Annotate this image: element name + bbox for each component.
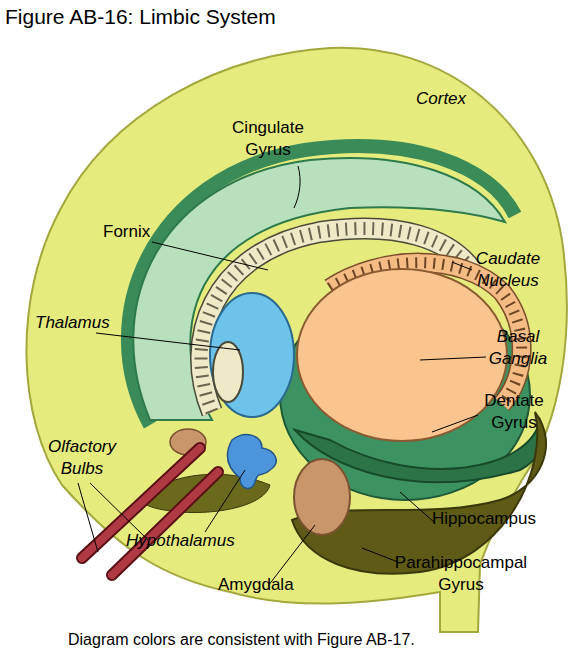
olfactory-bulb — [112, 472, 218, 575]
parahippocampal-shape — [292, 412, 546, 574]
leader-line — [362, 548, 398, 562]
hypothalamus-shape — [227, 435, 276, 489]
amygdala-shape — [294, 459, 350, 535]
part-label: Cortex — [416, 88, 496, 110]
part-label: Olfactory Bulbs — [40, 436, 124, 480]
part-label: Dentate Gyrus — [470, 390, 558, 434]
leader-line — [152, 242, 268, 270]
leader-line — [420, 357, 486, 360]
part-label: Hippocampus — [432, 508, 562, 530]
diagram-title: Figure AB-16: Limbic System — [5, 4, 276, 30]
leader-line — [78, 483, 98, 552]
part-label: Basal Ganglia — [476, 326, 560, 370]
fornix-loop — [213, 342, 243, 402]
basal-ganglia-shape — [297, 269, 507, 441]
leader-line — [205, 470, 245, 532]
leader-line — [400, 492, 434, 522]
cortex-shape — [26, 48, 566, 632]
leader-line — [432, 415, 478, 432]
thalamus-shape — [210, 293, 294, 417]
part-label: Amygdala — [218, 574, 318, 596]
leader-line — [294, 166, 300, 208]
leader-line — [96, 333, 240, 350]
olfactory-bulb — [112, 472, 218, 575]
leader-line — [452, 262, 472, 270]
part-label: Parahippocampal Gyrus — [386, 552, 536, 596]
diagram-caption: Diagram colors are consistent with Figur… — [68, 630, 415, 650]
part-label: Fornix — [103, 221, 183, 243]
part-label: Caudate Nucleus — [462, 248, 554, 292]
part-label: Cingulate Gyrus — [222, 117, 314, 161]
part-label: Thalamus — [35, 312, 125, 334]
leader-lines — [78, 166, 486, 586]
part-label: Hypothalamus — [126, 530, 256, 552]
